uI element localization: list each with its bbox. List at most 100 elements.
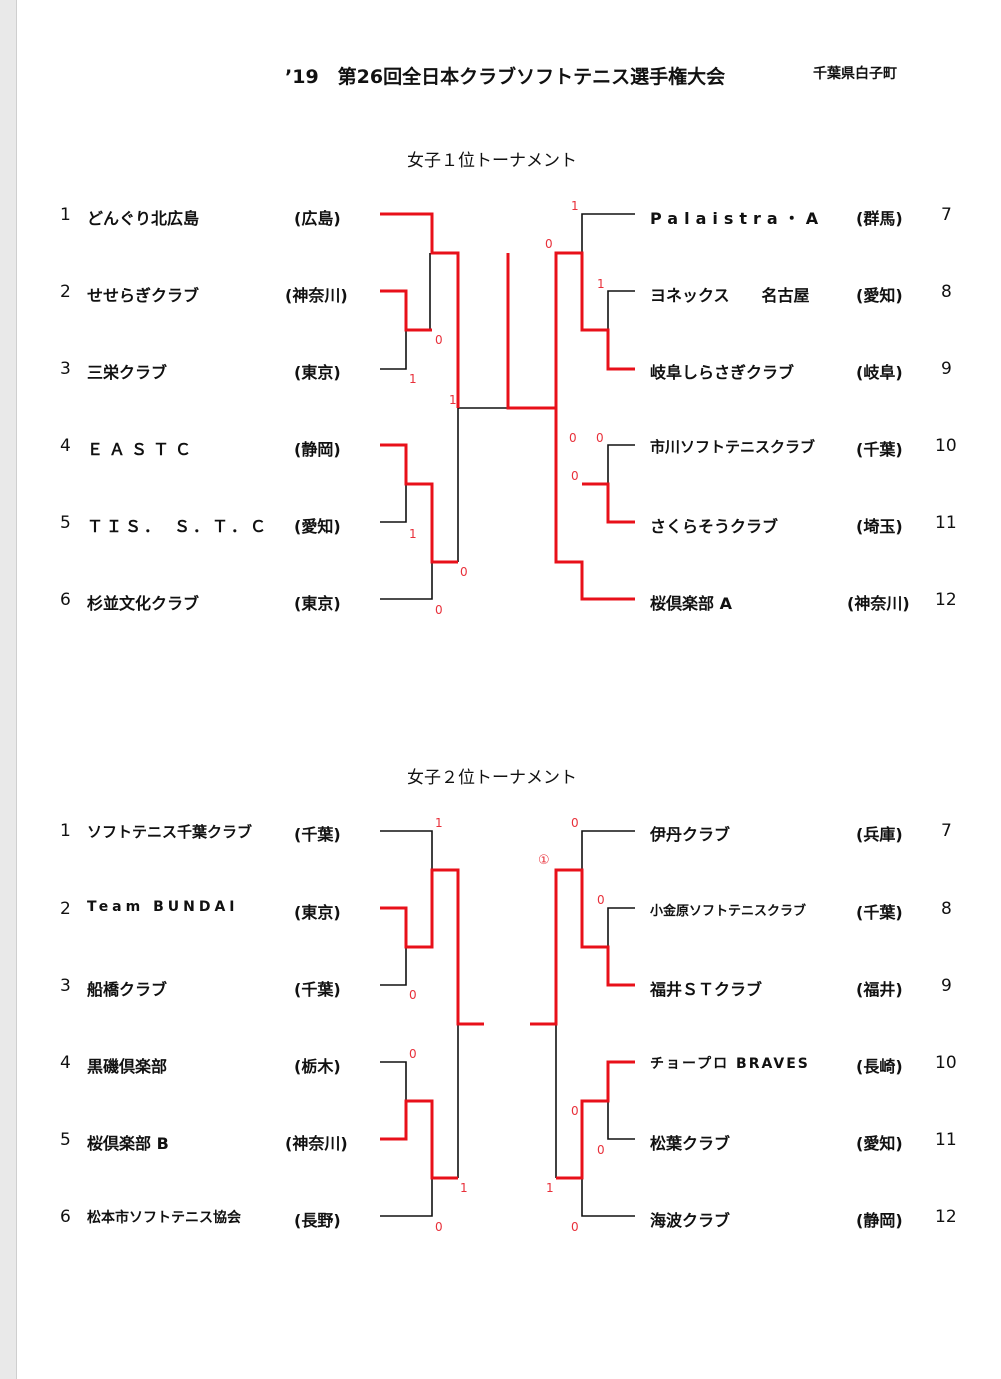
entry-number: 1 (60, 205, 71, 225)
team-name: Palaistra・A (650, 209, 825, 228)
venue-label: 千葉県白子町 (813, 66, 897, 82)
document-page (16, 0, 1001, 1379)
prefecture: (栃木) (294, 1057, 341, 1076)
entry-number: 12 (935, 590, 957, 610)
document-title: ’19 第26回全日本クラブソフトテニス選手権大会 (285, 66, 726, 88)
entry-number: 10 (935, 436, 957, 456)
bracket-t1-black (380, 213, 635, 600)
entry-number: 7 (941, 821, 952, 841)
match-score: 1 (409, 527, 417, 541)
bracket-t2-red (380, 868, 635, 1180)
prefecture: (埼玉) (856, 517, 903, 536)
prefecture: (群馬) (856, 209, 903, 228)
entry-number: 8 (941, 899, 952, 919)
team-name: さくらそうクラブ (650, 517, 779, 536)
team-name: 黒磯倶楽部 (87, 1057, 168, 1076)
match-score: 0 (571, 1220, 579, 1234)
team-name: 伊丹クラブ (650, 825, 731, 844)
entry-number: 5 (60, 1130, 71, 1150)
prefecture: (東京) (294, 363, 341, 382)
team-name: 杉並文化クラブ (87, 594, 200, 613)
match-score: 0 (545, 237, 553, 251)
match-score: 0 (571, 469, 579, 483)
match-score: 0 (597, 893, 605, 907)
entry-number: 7 (941, 205, 952, 225)
prefecture: (長野) (294, 1211, 341, 1230)
entry-number: 8 (941, 282, 952, 302)
match-score: 0 (596, 431, 604, 445)
match-score: 1 (597, 277, 605, 291)
entry-number: 12 (935, 1207, 957, 1227)
prefecture: (愛知) (856, 286, 903, 305)
match-score: 1 (409, 372, 417, 386)
match-score: 0 (571, 816, 579, 830)
team-name: チョープロ BRAVES (650, 1056, 810, 1072)
team-name: 松本市ソフトテニス協会 (87, 1210, 241, 1226)
match-score: 0 (409, 1047, 417, 1061)
prefecture: (神奈川) (285, 286, 348, 305)
match-score: 0 (435, 603, 443, 617)
entry-number: 3 (60, 359, 71, 379)
entry-number: 9 (941, 359, 952, 379)
prefecture: (静岡) (294, 440, 341, 459)
team-name: ヨネックス 名古屋 (650, 286, 810, 305)
entry-number: 2 (60, 282, 71, 302)
team-name: ＥＡＳＴＣ (87, 440, 198, 459)
team-name: せせらぎクラブ (87, 286, 200, 305)
prefecture: (神奈川) (285, 1134, 348, 1153)
team-name: 船橋クラブ (87, 980, 168, 999)
team-name: 海波クラブ (650, 1211, 731, 1230)
match-score: 1 (571, 199, 579, 213)
prefecture: (静岡) (856, 1211, 903, 1230)
match-score: 1 (449, 393, 457, 407)
prefecture: (広島) (294, 209, 341, 228)
team-name: 松葉クラブ (650, 1134, 731, 1153)
match-score: 0 (435, 1220, 443, 1234)
entry-number: 3 (60, 976, 71, 996)
entry-number: 11 (935, 1130, 957, 1150)
entry-number: 1 (60, 821, 71, 841)
team-name: 市川ソフトテニスクラブ (650, 438, 816, 456)
entry-number: 6 (60, 1207, 71, 1227)
team-name: Team BUNDAI (87, 899, 239, 915)
prefecture: (愛知) (856, 1134, 903, 1153)
prefecture: (福井) (856, 980, 903, 999)
tournament-2-title: 女子２位トーナメント (407, 768, 577, 788)
entry-number: 4 (60, 1053, 71, 1073)
prefecture: (兵庫) (856, 825, 903, 844)
team-name: 岐阜しらさぎクラブ (650, 363, 795, 382)
entry-number: 4 (60, 436, 71, 456)
entry-number: 9 (941, 976, 952, 996)
team-name: 三栄クラブ (87, 363, 168, 382)
match-score: 1 (546, 1181, 554, 1195)
entry-number: 11 (935, 513, 957, 533)
match-score: 0 (460, 565, 468, 579)
entry-number: 6 (60, 590, 71, 610)
match-score: 0 (571, 1104, 579, 1118)
prefecture: (千葉) (856, 440, 903, 459)
entry-number: 10 (935, 1053, 957, 1073)
prefecture: (東京) (294, 903, 341, 922)
prefecture: (千葉) (294, 825, 341, 844)
prefecture: (愛知) (294, 517, 341, 536)
prefecture: (千葉) (856, 903, 903, 922)
entry-number: 2 (60, 899, 71, 919)
prefecture: (長崎) (856, 1057, 903, 1076)
team-name: 桜倶楽部 A (650, 594, 732, 613)
team-name: ＴＩＳ． Ｓ．Ｔ．Ｃ (87, 517, 270, 536)
prefecture: (東京) (294, 594, 341, 613)
bracket-t2-black (380, 830, 635, 1217)
match-score: 0 (409, 988, 417, 1002)
bracket-t1-red (380, 212, 635, 601)
entry-number: 5 (60, 513, 71, 533)
prefecture: (神奈川) (847, 594, 910, 613)
team-name: 桜倶楽部 B (87, 1134, 169, 1153)
match-score: ① (538, 853, 550, 868)
prefecture: (千葉) (294, 980, 341, 999)
match-score: 0 (597, 1143, 605, 1157)
tournament-1-title: 女子１位トーナメント (407, 151, 577, 171)
match-score: 1 (435, 816, 443, 830)
team-name: 福井ＳＴクラブ (650, 980, 763, 999)
team-name: どんぐり北広島 (87, 209, 200, 228)
